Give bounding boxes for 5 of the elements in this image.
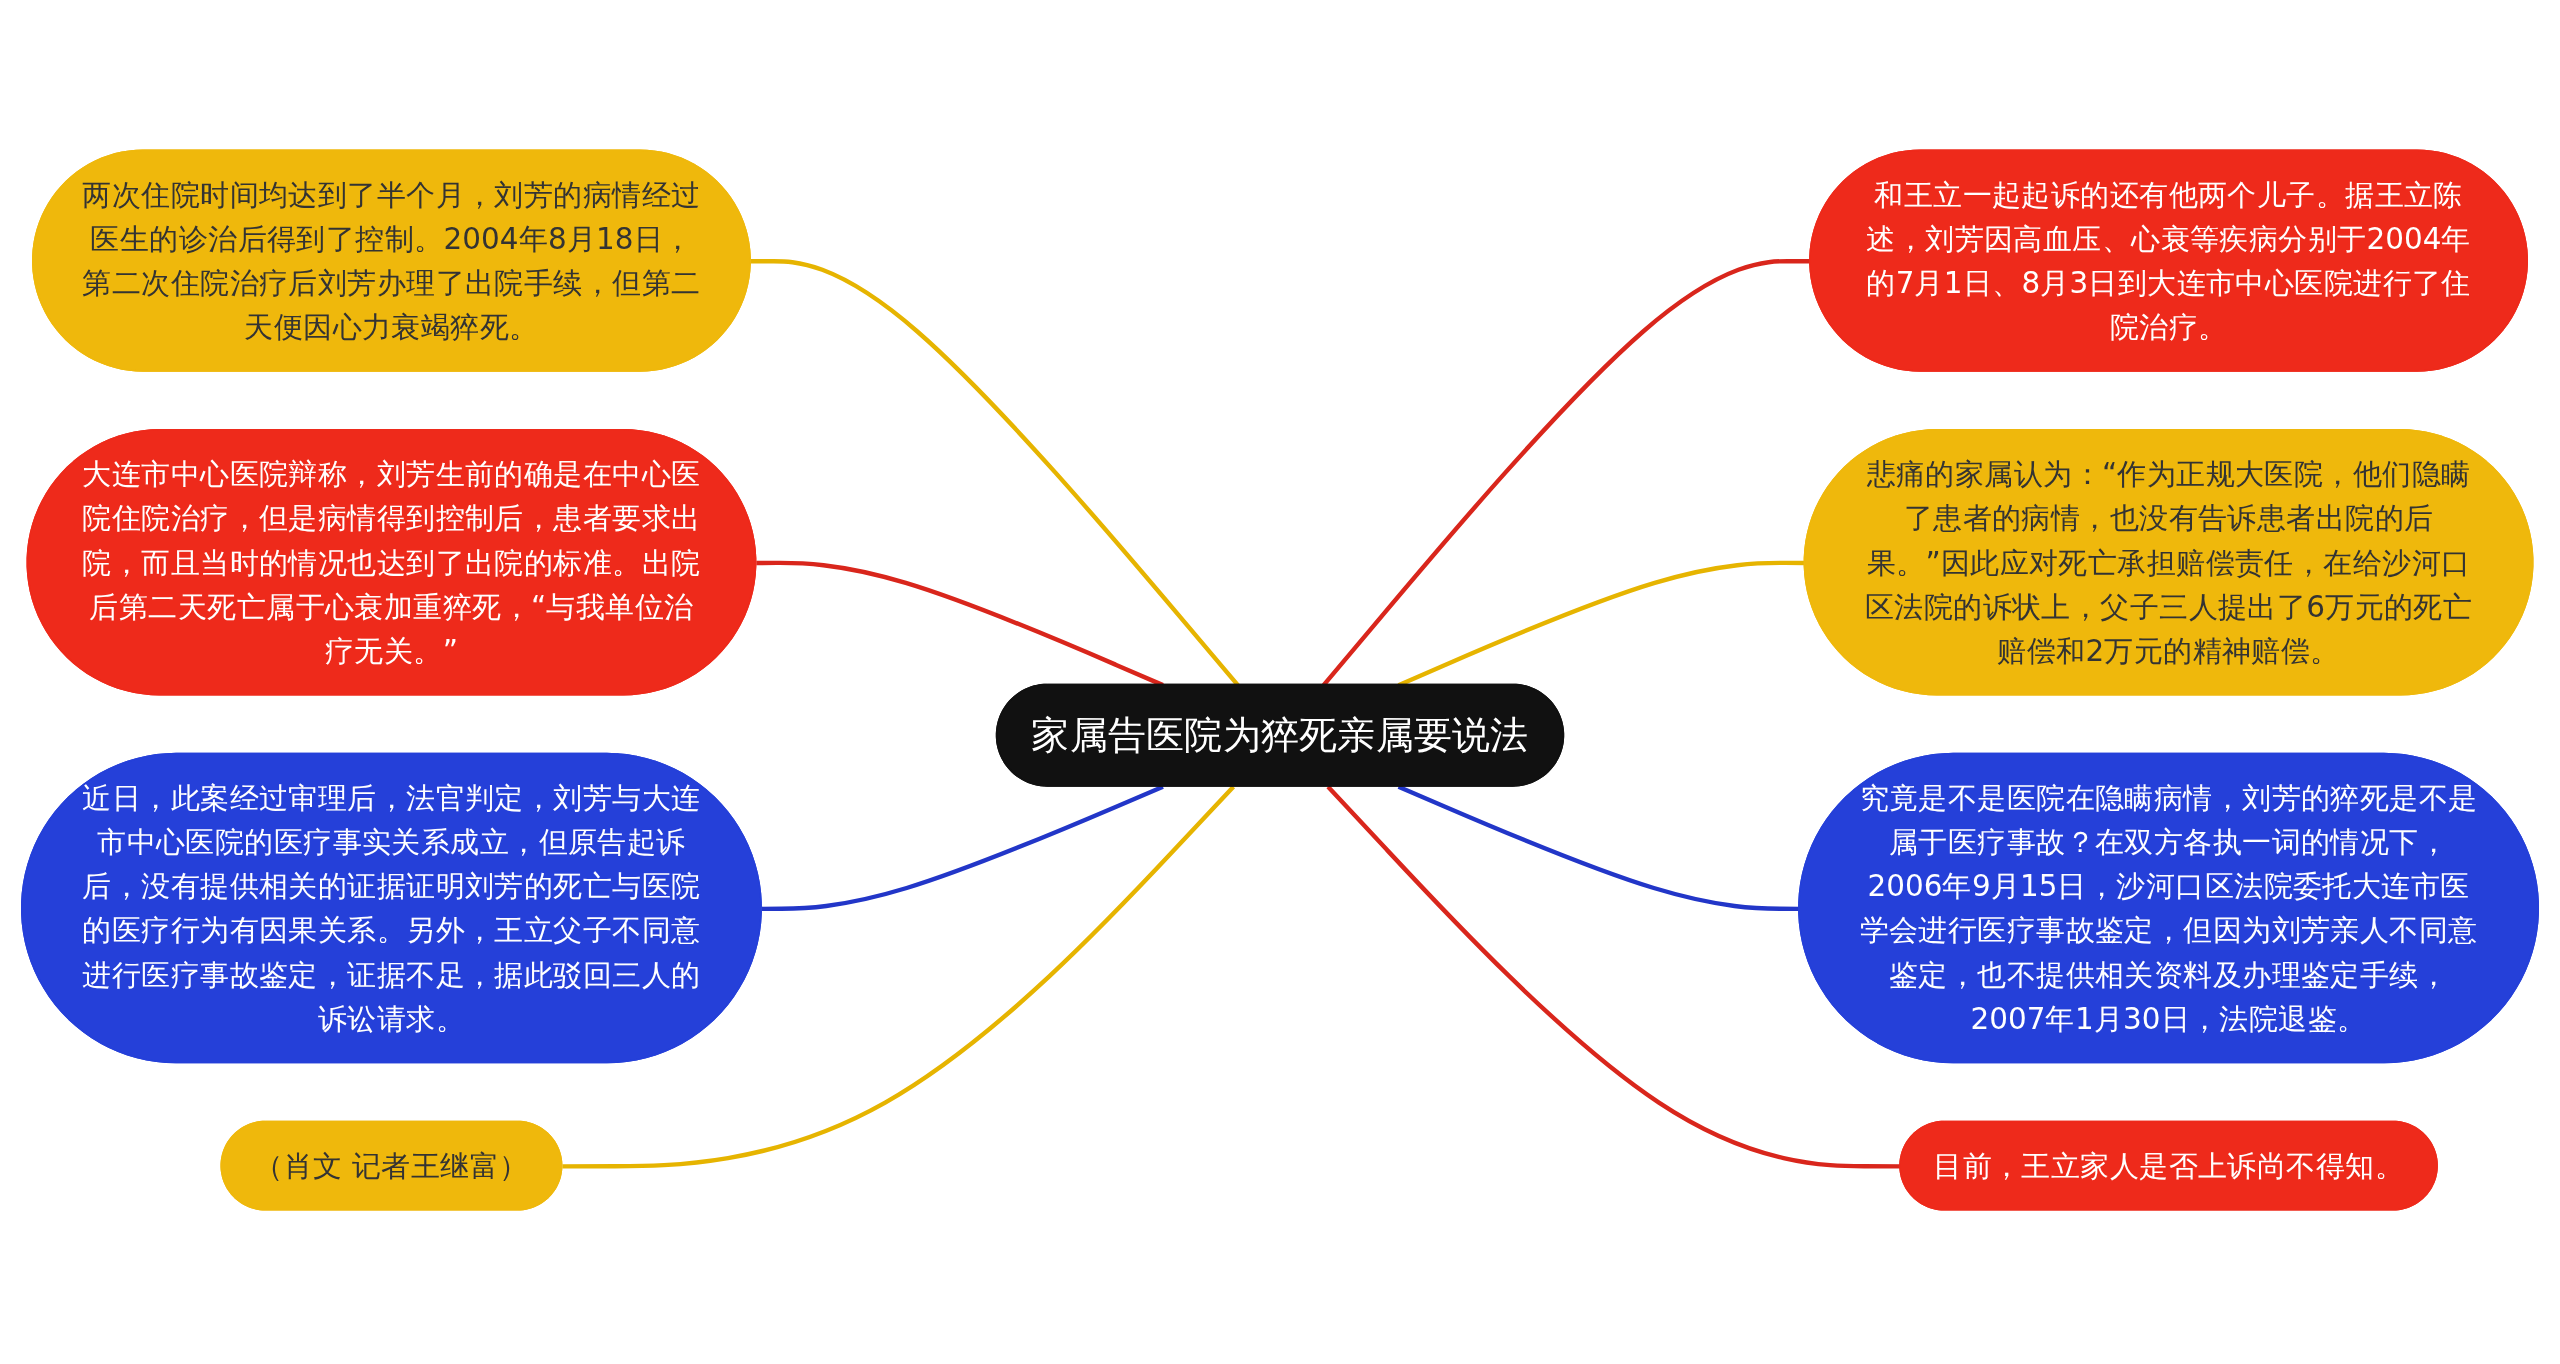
mind-map: 家属告医院为猝死亲属要说法 和王立一起起诉的还有他两个儿子。据王立陈述，刘芳因高血压、心衰等疾病分别于2004年的7月1日、8月3日到大连市中心医院进行了住院治疗。 悲痛的家属认为：“作为正规大医院，他们隐瞒了患者的病情，也没有告诉患者出院的后果。”因此应对死亡承担赔偿责任，在给沙河口区法院的诉状上，父子三人提出了6万元的死亡赔偿和2万元的精神赔偿。 究竟是不是医院在隐瞒病情，刘芳的猝死是不是属于医疗事故？在双方各执一词的情况下，2006年9月15日，沙河口区法院委托大连市医学会进行医疗事故鉴定，但因为刘芳亲人不同意鉴定，也不提供相关资料及办理鉴定手续，2007年1月30日，法院退鉴。 目前，王立家人是否上诉尚不得知。 两次住院时间均达到了半个月，刘芳的病情经过医生的诊治后得到了控制。2004年8月18日，第二次住院治疗后刘芳办理了出院手续，但第二天便因心力衰竭猝死。 大连市中心医院辩称，刘芳生前的确是在中心医院住院治疗，但是病情得到控制后，患者要求出院，而且当时的情况也达到了出院的标准。出院后第二天死亡属于心衰加重猝死，“与我单位治疗无关。” 近日，此案经过审理后，法官判定，刘芳与大连市中心医院的医疗事实关系成立，但原告起诉后，没有提供相关的证据证明刘芳的死亡与医院的医疗行为有因果关系。另外，王立父子不同意进行医疗事故鉴定，证据不足，据此驳回三人的诉讼请求。 （肖文 记者王继富） [10, 10, 2550, 1350]
connector [761, 784, 1164, 912]
connector [562, 785, 1236, 1169]
connector [1397, 784, 1800, 912]
connector [1326, 785, 1901, 1169]
